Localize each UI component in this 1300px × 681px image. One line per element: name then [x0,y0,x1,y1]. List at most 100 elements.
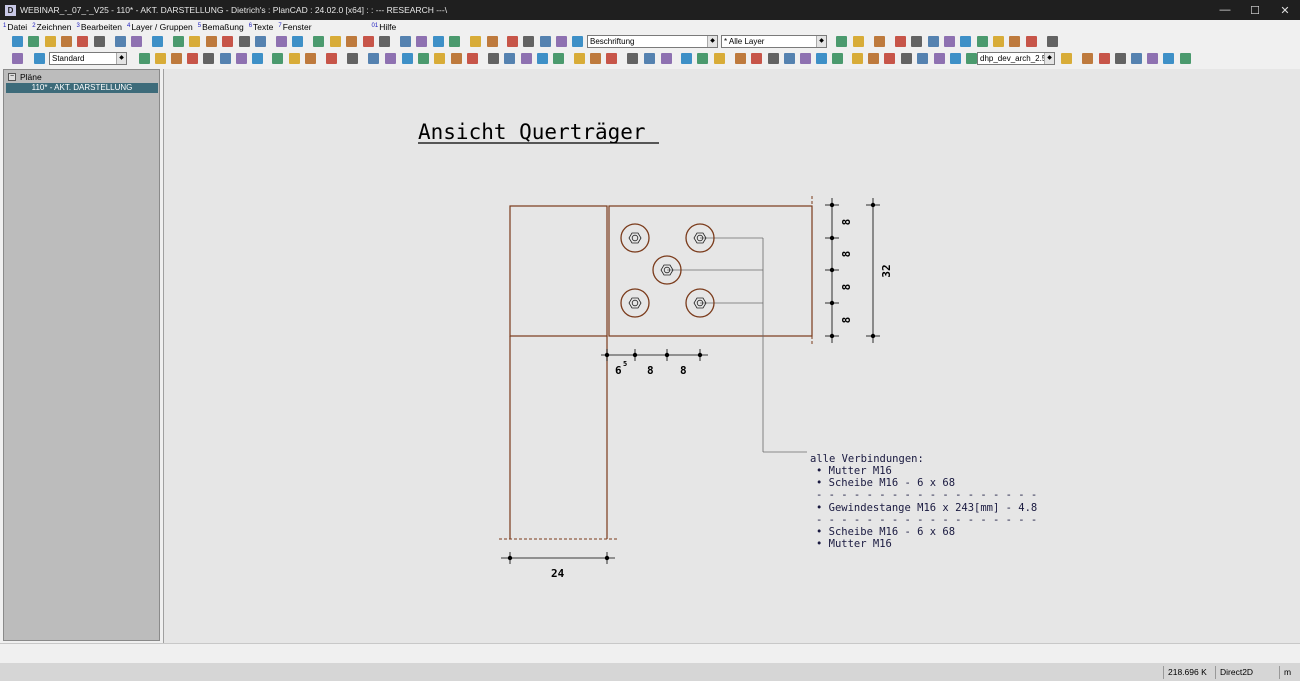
toolbar1-tool-icon[interactable] [895,36,906,47]
toolbar1-tool-icon[interactable] [853,36,864,47]
plan-item-selected[interactable]: 110* - AKT. DARSTELLUNG [6,83,158,93]
toolbar2-tool-icon[interactable] [1061,53,1072,64]
toolbar2-tool-icon[interactable] [220,53,231,64]
toolbar1-tool-icon[interactable] [12,36,23,47]
toolbar2-tool-icon[interactable] [714,53,725,64]
toolbar2-tool-icon[interactable] [347,53,358,64]
toolbar2-tool-icon[interactable] [1131,53,1142,64]
toolbar2-tool-icon[interactable] [934,53,945,64]
toolbar1-tool-icon[interactable] [507,36,518,47]
toolbar2-tool-icon[interactable] [252,53,263,64]
toolbar1-tool-icon[interactable] [523,36,534,47]
toolbar2-tool-icon[interactable] [1115,53,1126,64]
toolbar2-tool-icon[interactable] [917,53,928,64]
menu-bemassung[interactable]: 5Bemaßung [197,21,244,32]
toolbar2-tool-icon[interactable] [644,53,655,64]
toolbar1-tool-icon[interactable] [152,36,163,47]
menu-zeichnen[interactable]: 2Zeichnen [32,21,72,32]
toolbar2-tool-icon[interactable] [488,53,499,64]
toolbar1-tool-icon[interactable] [572,36,583,47]
toolbar2-tool-icon[interactable] [1147,53,1158,64]
plans-tree-root[interactable]: − Pläne [8,72,42,82]
toolbar1-tool-icon[interactable] [255,36,266,47]
toolbar2-tool-icon[interactable] [34,53,45,64]
menu-hilfe[interactable]: 01Hilfe [371,21,397,32]
toolbar2-tool-icon[interactable] [504,53,515,64]
toolbar2-tool-icon[interactable] [305,53,316,64]
toolbar1-tool-icon[interactable] [1026,36,1037,47]
toolbar2-tool-icon[interactable] [590,53,601,64]
close-button[interactable]: ✕ [1280,4,1290,17]
toolbar1-tool-icon[interactable] [94,36,105,47]
toolbar2-tool-icon[interactable] [1163,53,1174,64]
toolbar2-tool-icon[interactable] [868,53,879,64]
drawing-canvas[interactable]: Ansicht Querträger [163,69,1300,643]
toolbar1-tool-icon[interactable] [379,36,390,47]
toolbar1-tool-icon[interactable] [928,36,939,47]
toolbar1-tool-icon[interactable] [1009,36,1020,47]
toolbar1-tool-icon[interactable] [330,36,341,47]
toolbar2-tool-icon[interactable] [139,53,150,64]
toolbar2-tool-icon[interactable] [12,53,23,64]
toolbar2-tool-icon[interactable] [697,53,708,64]
toolbar2-tool-icon[interactable] [852,53,863,64]
toolbar2-tool-icon[interactable] [735,53,746,64]
toolbar1-tool-icon[interactable] [292,36,303,47]
menu-texte[interactable]: 6Texte [248,21,274,32]
toolbar2-tool-icon[interactable] [418,53,429,64]
toolbar1-tool-icon[interactable] [346,36,357,47]
toolbar1-tool-icon[interactable] [487,36,498,47]
toolbar2-tool-icon[interactable] [385,53,396,64]
toolbar1-tool-icon[interactable] [433,36,444,47]
toolbar2-tool-icon[interactable] [402,53,413,64]
toolbar2-tool-icon[interactable] [451,53,462,64]
toolbar1-tool-icon[interactable] [77,36,88,47]
toolbar1-tool-icon[interactable] [836,36,847,47]
text-style-select[interactable]: Beschriftung◆ [587,35,718,48]
toolbar2-tool-icon[interactable] [368,53,379,64]
toolbar1-tool-icon[interactable] [222,36,233,47]
toolbar2-tool-icon[interactable] [784,53,795,64]
toolbar2-tool-icon[interactable] [272,53,283,64]
toolbar2-tool-icon[interactable] [751,53,762,64]
command-line[interactable] [0,643,1300,663]
toolbar2-tool-icon[interactable] [467,53,478,64]
collapse-icon[interactable]: − [8,73,16,81]
minimize-button[interactable]: — [1219,4,1231,16]
toolbar1-tool-icon[interactable] [173,36,184,47]
toolbar1-tool-icon[interactable] [449,36,460,47]
toolbar1-tool-icon[interactable] [276,36,287,47]
toolbar2-tool-icon[interactable] [816,53,827,64]
toolbar2-tool-icon[interactable] [326,53,337,64]
maximize-button[interactable]: ☐ [1250,4,1260,17]
toolbar2-tool-icon[interactable] [950,53,961,64]
toolbar1-tool-icon[interactable] [239,36,250,47]
toolbar2-tool-icon[interactable] [832,53,843,64]
toolbar1-tool-icon[interactable] [313,36,324,47]
toolbar2-tool-icon[interactable] [606,53,617,64]
layer-filter-select[interactable]: * Alle Layer◆ [721,35,827,48]
toolbar2-tool-icon[interactable] [681,53,692,64]
toolbar1-tool-icon[interactable] [131,36,142,47]
toolbar2-tool-icon[interactable] [171,53,182,64]
toolbar2-tool-icon[interactable] [1180,53,1191,64]
toolbar1-tool-icon[interactable] [1047,36,1058,47]
toolbar1-tool-icon[interactable] [977,36,988,47]
toolbar2-tool-icon[interactable] [434,53,445,64]
toolbar1-tool-icon[interactable] [960,36,971,47]
toolbar2-tool-icon[interactable] [203,53,214,64]
line-style-select[interactable]: Standard◆ [49,52,127,65]
toolbar2-tool-icon[interactable] [661,53,672,64]
menu-datei[interactable]: 1Datei [3,21,28,32]
toolbar1-tool-icon[interactable] [874,36,885,47]
toolbar1-tool-icon[interactable] [556,36,567,47]
toolbar1-tool-icon[interactable] [470,36,481,47]
toolbar2-tool-icon[interactable] [627,53,638,64]
toolbar2-tool-icon[interactable] [901,53,912,64]
toolbar2-tool-icon[interactable] [1082,53,1093,64]
toolbar1-tool-icon[interactable] [61,36,72,47]
toolbar1-tool-icon[interactable] [28,36,39,47]
toolbar1-tool-icon[interactable] [540,36,551,47]
toolbar1-tool-icon[interactable] [45,36,56,47]
toolbar2-tool-icon[interactable] [537,53,548,64]
